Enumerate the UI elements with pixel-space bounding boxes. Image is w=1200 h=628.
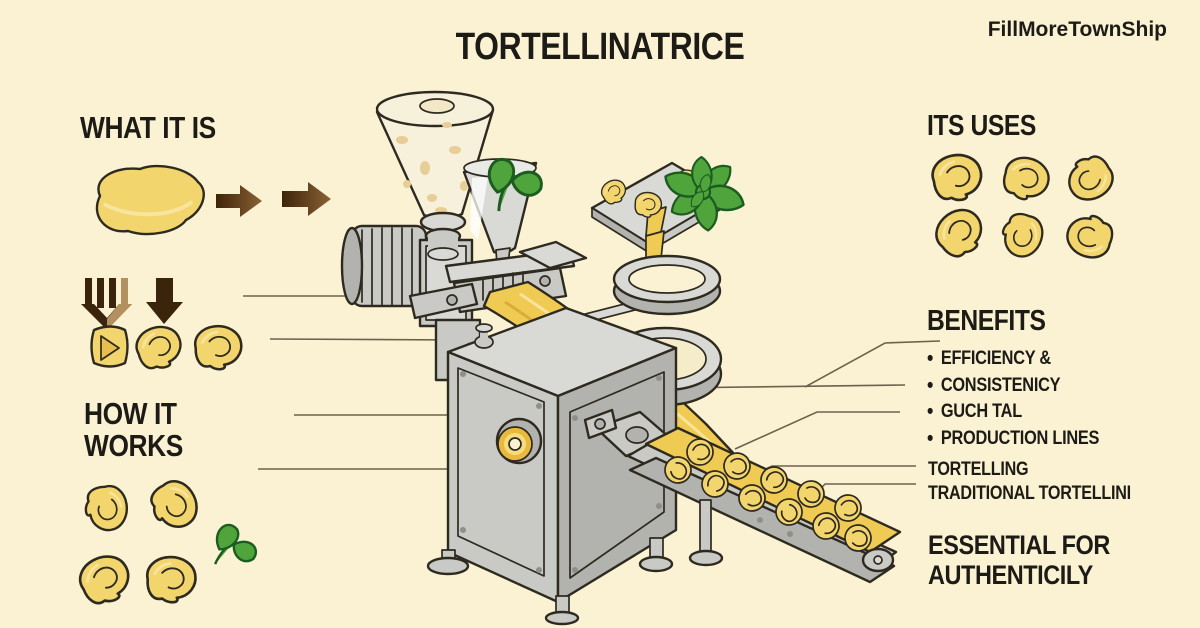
tortellini-icon xyxy=(927,201,992,265)
section-heading-benefits: BENEFITS xyxy=(927,305,1046,337)
how-it-works-line1: HOW IT xyxy=(84,396,177,431)
tortellini-icon xyxy=(1061,150,1120,207)
hopper xyxy=(375,90,495,261)
arrow-right-icon xyxy=(216,185,262,217)
how-it-works-line2: WORKS xyxy=(84,428,183,463)
page-title: TORTELLINATRICE xyxy=(455,26,745,68)
conveyor-belt xyxy=(626,426,902,584)
ravioli-icon xyxy=(90,325,129,368)
arrow-down-icon xyxy=(146,278,183,324)
benefits-list: EFFICIENCY & CONSISTENICY GUCH TAL PRODU… xyxy=(927,345,1127,451)
tortellini-icon xyxy=(145,474,204,536)
essential-line2: AUTHENTICILY xyxy=(928,560,1093,590)
conveyor-label-line2: TRADITIONAL TORTELLINI xyxy=(928,483,1131,504)
section-heading-what-it-is: WHAT IT IS xyxy=(80,110,216,145)
tortellini-icon xyxy=(996,149,1056,208)
machine-body xyxy=(426,306,678,626)
benefit-item: CONSISTENICY xyxy=(927,372,1099,399)
tortellini-icon xyxy=(83,482,130,533)
tortellini-icon xyxy=(931,153,983,202)
benefit-item: EFFICIENCY & xyxy=(927,345,1099,372)
pasta-machine xyxy=(340,90,902,626)
tortellini-icon xyxy=(141,551,201,608)
dough-icon xyxy=(95,164,205,236)
tortellini-icon xyxy=(1059,206,1121,267)
section-heading-its-uses: ITS USES xyxy=(927,110,1036,142)
tortellini-icon xyxy=(190,321,246,374)
conveyor-label-line1: TORTELLING xyxy=(928,459,1029,480)
essential-statement: ESSENTIAL FOR AUTHENTICILY xyxy=(928,530,1137,590)
section-heading-how-it-works: HOW IT WORKS xyxy=(84,398,284,462)
tortellini-icon xyxy=(994,206,1051,265)
pasta-ring-icon xyxy=(612,254,722,316)
arrow-right-icon xyxy=(282,182,331,216)
brand-watermark: FillMoreTownShip xyxy=(987,18,1167,41)
press-comb-icon xyxy=(81,278,132,330)
conveyor-callout-label: TORTELLING TRADITIONAL TORTELLINI xyxy=(928,458,1167,506)
tortellini-icon xyxy=(132,323,185,373)
essential-line1: ESSENTIAL FOR xyxy=(928,530,1110,560)
tortellini-icon xyxy=(74,550,136,609)
basil-icon xyxy=(210,521,262,574)
basil-plant-icon xyxy=(659,154,749,233)
benefit-item: GUCH TAL xyxy=(927,398,1099,425)
benefit-item: PRODUCTION LINES xyxy=(927,425,1100,452)
